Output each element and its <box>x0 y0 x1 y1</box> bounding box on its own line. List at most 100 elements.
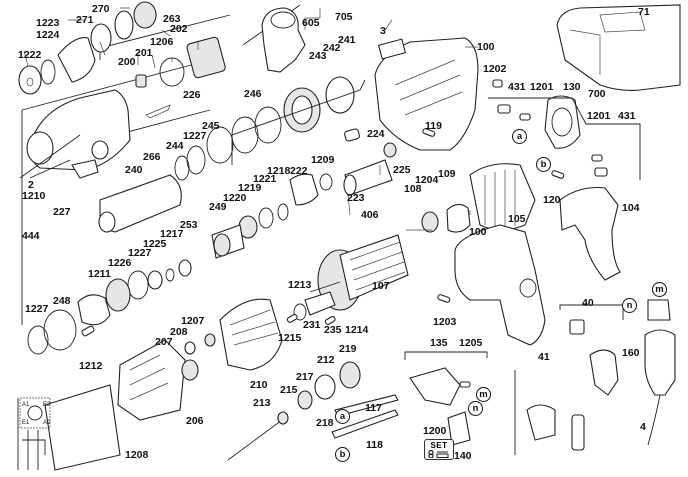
screw-1212 <box>81 325 95 337</box>
ring-1227b <box>127 270 149 300</box>
label-100-top: 100 <box>477 41 495 53</box>
cable-guard-40 <box>514 299 676 455</box>
label-253: 253 <box>180 219 198 231</box>
lever-227 <box>71 159 99 179</box>
kit-set-badge: SET <box>424 439 454 460</box>
label-225: 225 <box>393 164 411 176</box>
label-226: 226 <box>183 89 201 101</box>
ring-248 <box>43 309 77 351</box>
plug-160 <box>647 299 671 321</box>
brush-1201b <box>591 154 603 162</box>
piston-222 <box>289 173 319 206</box>
pin-224 <box>344 128 360 142</box>
roller-201 <box>135 74 147 88</box>
gearbox-housing <box>19 89 171 179</box>
gear-shaft <box>227 361 399 461</box>
label-1214: 1214 <box>345 324 369 336</box>
label-271: 271 <box>76 14 94 26</box>
label-431-a: 431 <box>508 81 526 93</box>
bearing-207 <box>181 359 199 381</box>
label-202: 202 <box>170 23 188 35</box>
label-1221: 1221 <box>253 173 277 185</box>
set-badge-label: SET <box>430 441 448 450</box>
ring-270 <box>114 10 134 40</box>
label-1219: 1219 <box>238 182 262 194</box>
striker-253 <box>178 259 192 277</box>
terminal-a1: A1 <box>22 402 30 408</box>
label-1225: 1225 <box>143 238 167 250</box>
ring-1213 <box>293 303 307 321</box>
washer-271 <box>90 23 112 53</box>
ring-1227c <box>27 325 49 355</box>
label-160: 160 <box>622 347 640 359</box>
gear-218 <box>314 374 336 400</box>
sleeve-1223 <box>57 37 96 83</box>
label-217: 217 <box>296 371 314 383</box>
brush-431a <box>497 104 511 114</box>
label-444: 444 <box>22 230 40 242</box>
flange-1211 <box>77 294 111 326</box>
brush-1201a <box>519 113 531 121</box>
label-219: 219 <box>339 343 357 355</box>
label-117: 117 <box>365 402 382 414</box>
label-406: 406 <box>361 209 379 221</box>
terminal-a2: A2 <box>43 420 51 426</box>
ring-1224 <box>40 59 56 85</box>
spring-215 <box>277 411 289 425</box>
gear-housing-206 <box>44 298 283 471</box>
label-104: 104 <box>622 202 640 214</box>
label-1208: 1208 <box>125 449 149 461</box>
label-109: 109 <box>438 168 456 180</box>
label-208: 208 <box>170 326 188 338</box>
screw-1214 <box>324 315 336 325</box>
bushing-1204 <box>446 203 471 233</box>
marker-b-bottom: b <box>335 447 350 462</box>
gasket-1208 <box>44 384 121 471</box>
gear-219 <box>339 361 361 389</box>
label-212: 212 <box>317 354 335 366</box>
washer-1225 <box>147 270 163 290</box>
label-270: 270 <box>92 3 110 15</box>
ring-1221 <box>258 207 274 229</box>
spring-263 <box>133 1 157 29</box>
cover-210 <box>219 298 283 371</box>
label-1206: 1206 <box>150 36 174 48</box>
guide-231 <box>304 291 336 316</box>
marker-a-top: a <box>512 129 527 144</box>
ring-245 <box>186 145 206 175</box>
label-1227-a: 1227 <box>183 130 207 142</box>
label-105: 105 <box>508 213 526 225</box>
screw-1205 <box>459 381 471 388</box>
label-2: 2 <box>28 179 34 191</box>
label-210: 210 <box>250 379 268 391</box>
label-223: 223 <box>347 192 365 204</box>
pin-1202 <box>492 79 503 88</box>
label-1201-a: 1201 <box>530 81 554 93</box>
label-130: 130 <box>563 81 581 93</box>
bearing-225 <box>383 142 397 158</box>
label-231: 231 <box>303 319 321 331</box>
label-1211: 1211 <box>88 268 111 280</box>
clutch-241 <box>325 76 355 114</box>
screw-119 <box>422 128 436 137</box>
side-handle <box>242 4 306 73</box>
label-1215: 1215 <box>278 332 302 344</box>
label-207: 207 <box>155 336 173 348</box>
bearing-208 <box>184 341 196 355</box>
ring-1227 <box>174 155 190 181</box>
label-431-b: 431 <box>618 110 636 122</box>
switch-135 <box>404 351 488 446</box>
label-213: 213 <box>253 397 271 409</box>
marker-b-top: b <box>536 157 551 172</box>
plug-41 <box>569 319 585 335</box>
screw-120 <box>551 170 565 179</box>
label-200: 200 <box>118 56 136 68</box>
ring-1209 <box>319 173 333 191</box>
label-700: 700 <box>588 88 606 100</box>
bearing-1226 <box>105 278 131 312</box>
label-263: 263 <box>163 13 181 25</box>
terminal-e1: E1 <box>22 420 30 426</box>
label-140: 140 <box>454 450 472 462</box>
label-227: 227 <box>53 206 71 218</box>
